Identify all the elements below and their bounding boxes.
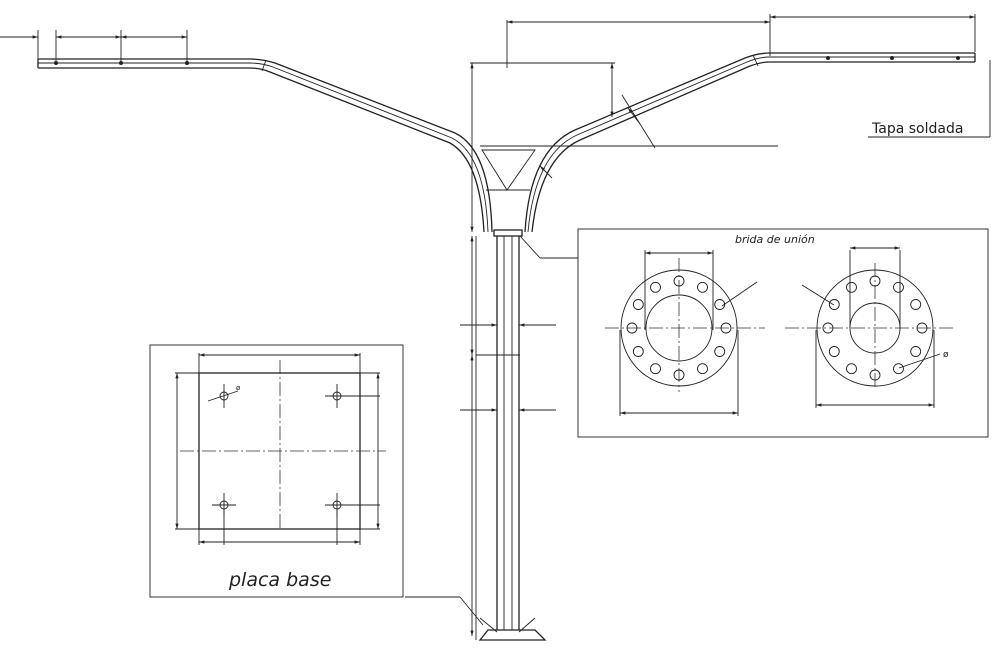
bolt-hole: [822, 322, 834, 334]
base-plate-title: placa base: [228, 569, 331, 591]
bolt-hole: [697, 363, 708, 375]
flange-detail: brida de unión: [577, 228, 989, 438]
base-holes: [207, 384, 380, 517]
flange-title: brida de unión: [735, 233, 815, 246]
bolt-hole: [697, 281, 708, 293]
base-hole-diameter-label: ø: [236, 384, 241, 392]
bolt-hole: [720, 322, 732, 334]
bolt-hole: [910, 346, 922, 357]
flange-joint: [493, 229, 523, 237]
left-arm: [0, 30, 493, 233]
bolt-hole: [632, 346, 644, 357]
bolt-hole: [828, 299, 840, 310]
flange-hole-diameter-label: ø: [943, 350, 949, 360]
pole: [405, 229, 578, 641]
bolt-hole: [632, 299, 644, 310]
arm-junction: [470, 62, 536, 232]
bolt-hole: [846, 281, 857, 293]
bolt-hole: [893, 281, 904, 293]
bolt-hole: [846, 363, 857, 375]
bolt-hole: [714, 346, 726, 357]
base-plate-detail: ø placa base: [149, 344, 404, 598]
flange-left: [619, 250, 758, 416]
bolt-hole: [673, 369, 685, 381]
end-cap-text: Tapa soldada: [871, 121, 963, 137]
right-arm-dimensions: [470, 14, 976, 179]
flange-right: ø: [801, 246, 949, 408]
bolt-hole: [916, 322, 928, 334]
bolt-hole: [869, 275, 881, 287]
bolt-hole: [910, 299, 922, 310]
end-cap-label: Tapa soldada: [868, 60, 991, 138]
bolt-hole: [893, 363, 904, 375]
bolt-hole: [626, 322, 638, 334]
bolt-hole: [828, 346, 840, 357]
bolt-hole: [869, 369, 881, 381]
bolt-hole: [714, 299, 726, 310]
right-arm: Tapa soldada: [470, 14, 991, 233]
left-arm-dimension: [0, 30, 189, 65]
bolt-hole: [650, 281, 661, 293]
bolt-hole: [650, 363, 661, 375]
bolt-hole: [673, 275, 685, 287]
